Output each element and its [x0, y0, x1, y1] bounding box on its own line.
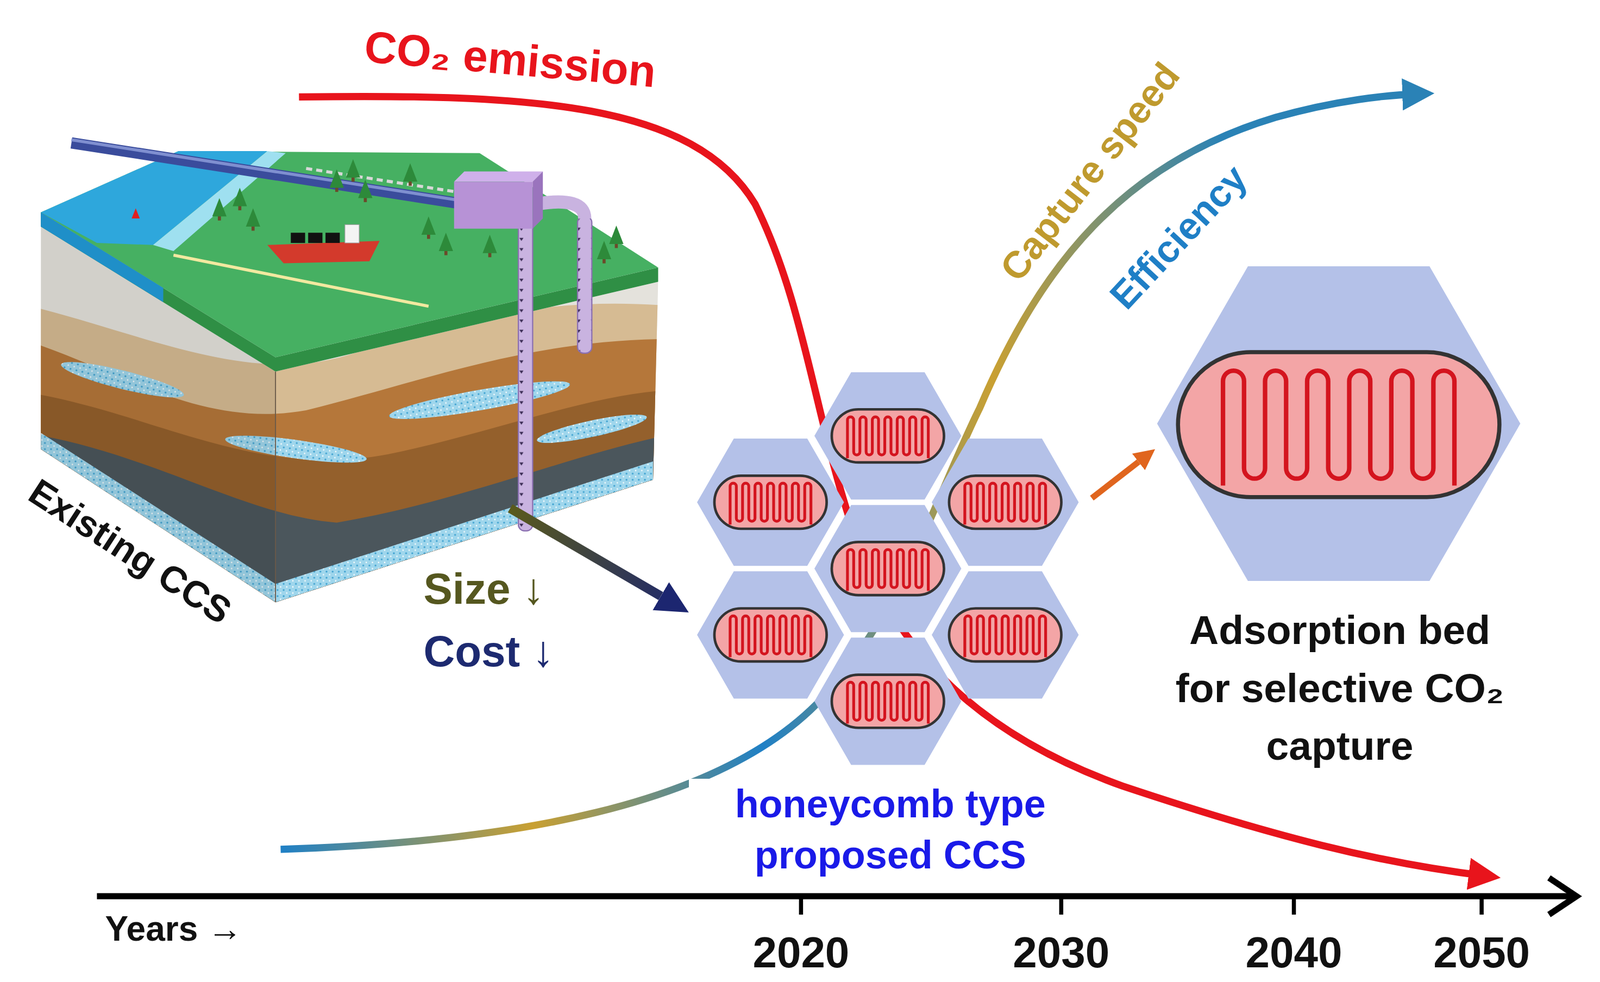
adsorbent-capsule: [831, 409, 945, 463]
adsorption-bed-shape: [1155, 260, 1525, 587]
tree: [212, 197, 227, 221]
adsorbent-capsule: [1177, 352, 1500, 498]
block-edge: [274, 371, 276, 603]
container: [290, 232, 305, 243]
tree: [609, 225, 624, 248]
porous-lens: [387, 373, 572, 426]
adsorbent-capsule: [949, 607, 1062, 662]
adsorbent-capsule: [831, 674, 945, 728]
honeycomb-cell: [697, 571, 844, 699]
axis-tick-label: 2040: [1245, 930, 1343, 975]
tree: [358, 179, 373, 203]
adsorbent-capsule: [714, 607, 827, 662]
honeycomb-cell: [931, 571, 1079, 699]
honeycomb-cell: [697, 438, 844, 566]
tree: [482, 234, 497, 257]
axis-arrowhead: [1548, 877, 1577, 915]
hexagon-cell: [814, 504, 962, 632]
honeycomb-cell: [814, 504, 962, 632]
buoy: [131, 208, 140, 219]
axis-title: Years →: [104, 911, 243, 946]
serpentine-channel: [1222, 370, 1455, 486]
hexagon-cell: [1157, 266, 1521, 581]
pipeline-highlight: [71, 139, 464, 202]
curve-label: Efficiency: [1103, 158, 1254, 316]
capture-plant: [454, 181, 533, 229]
axis-tick-label: 2030: [1012, 930, 1110, 975]
adsorbent-capsule: [714, 475, 827, 529]
node-label: Existing CCS: [23, 472, 238, 630]
arrow-note: Cost ↓: [423, 629, 554, 674]
container: [308, 232, 323, 243]
honeycomb-cell: [931, 438, 1079, 566]
serpentine-channel: [964, 482, 1046, 525]
honeycomb-cell: [814, 372, 962, 500]
axis-tick: [799, 895, 804, 915]
adsorption-bed-node: Adsorption bed for selective CO₂ capture: [1155, 260, 1525, 775]
hexagon-cell: [814, 372, 962, 500]
axis-tick: [1291, 895, 1297, 915]
axis-tick: [1059, 895, 1064, 915]
tree: [232, 187, 247, 211]
serpentine-channel: [847, 549, 929, 591]
time-axis: [96, 893, 1572, 900]
hexagon-cell: [697, 438, 844, 566]
hexagon-cell: [931, 438, 1079, 566]
container: [325, 232, 340, 243]
hexagon-cell: [697, 571, 844, 699]
porous-lens: [535, 409, 649, 449]
injection-well: [577, 216, 592, 354]
adsorbent-capsule: [949, 475, 1062, 529]
tree: [346, 159, 361, 182]
pipeline: [71, 142, 464, 205]
axis-tick: [1479, 895, 1484, 915]
serpentine-channel: [730, 482, 812, 525]
tree: [597, 240, 612, 263]
ship-hull: [267, 240, 380, 263]
tree: [421, 216, 436, 239]
hexagon-cell: [814, 637, 962, 765]
tree: [329, 169, 344, 192]
node-label: honeycomb type proposed CCS: [688, 778, 1093, 881]
arrow-note: Size ↓: [423, 567, 544, 611]
axis-tick-label: 2050: [1433, 930, 1530, 975]
adsorbent-capsule: [831, 541, 945, 595]
serpentine-channel: [847, 681, 929, 724]
honeycomb-shape: [688, 369, 1093, 771]
honeycomb-ccs-node: honeycomb type proposed CCS: [688, 369, 1093, 881]
tree: [403, 163, 418, 186]
honeycomb-cell: [814, 637, 962, 765]
serpentine-channel: [964, 615, 1046, 657]
node-label: Adsorption bed for selective CO₂ capture: [1163, 600, 1517, 775]
hexagon-cell: [931, 571, 1079, 699]
flow-arrow: [1092, 461, 1139, 499]
surface-rim: [40, 212, 658, 372]
injection-well: [518, 216, 533, 531]
curve-label: CO₂ emission: [362, 24, 658, 95]
ship-cabin: [344, 224, 360, 243]
well-bend: [535, 202, 585, 219]
adsorption-bed-cell: [1157, 266, 1521, 581]
plant-roof: [454, 171, 543, 183]
tree: [246, 208, 261, 231]
plant-side: [532, 171, 543, 229]
serpentine-channel: [730, 615, 812, 657]
sea-rim: [40, 212, 163, 303]
axis-tick-label: 2020: [752, 930, 850, 975]
serpentine-channel: [847, 416, 929, 458]
tree: [438, 232, 454, 255]
